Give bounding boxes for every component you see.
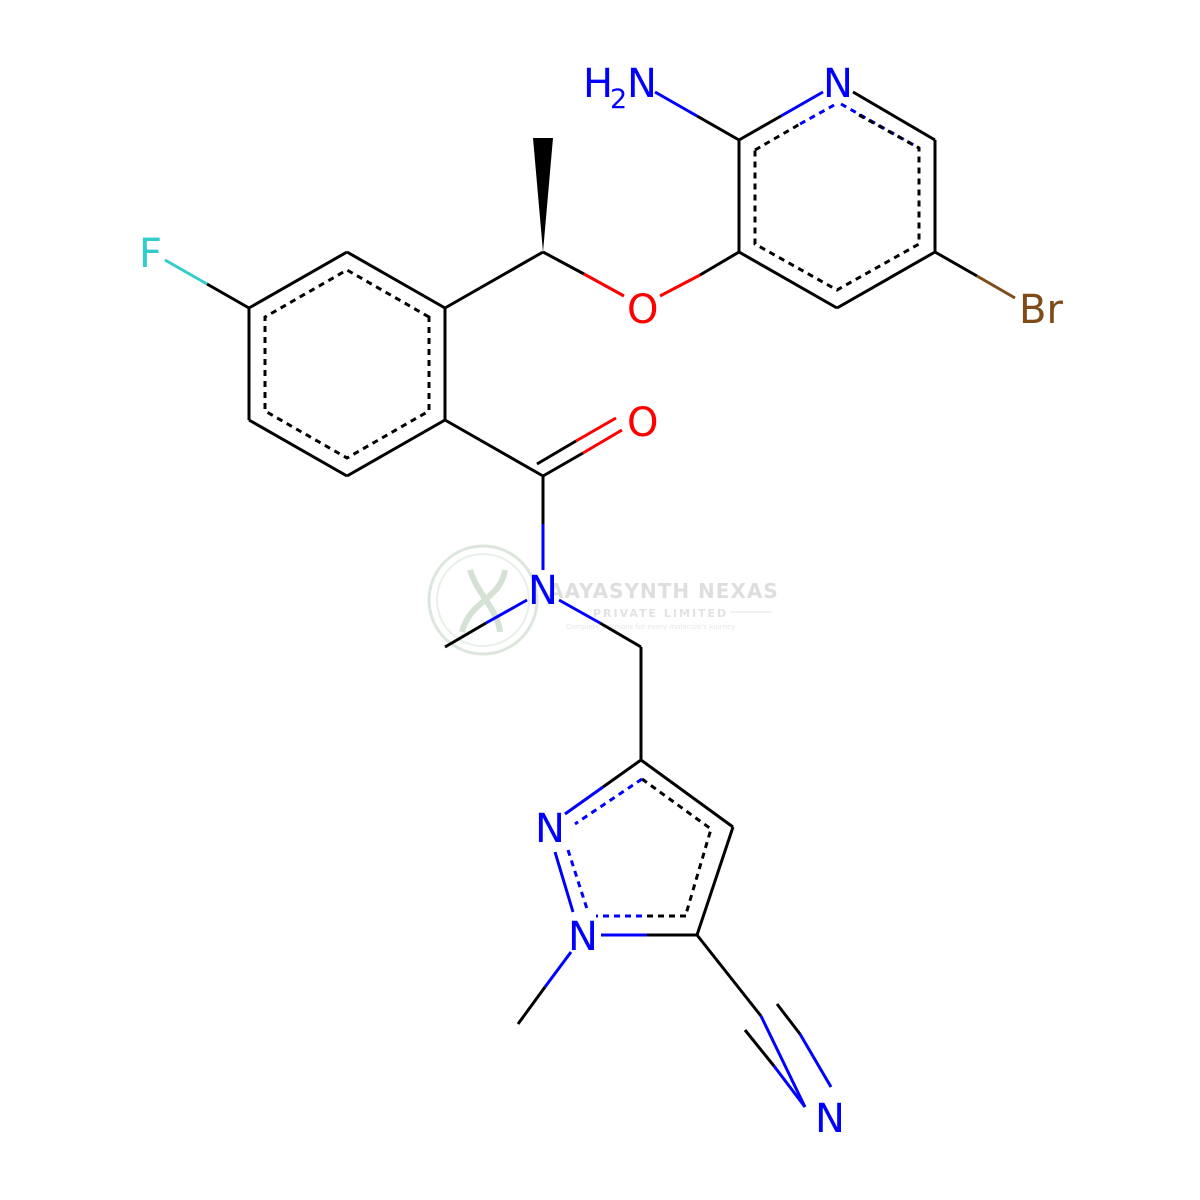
carbonyl-o-label: O [627, 400, 658, 446]
amide-n-label: N [528, 568, 558, 614]
aromatic-pz-1n [574, 777, 643, 826]
bond-ether-c3 [699, 250, 740, 277]
bond-pzme-n [543, 951, 573, 988]
ether-o-label: O [627, 287, 658, 333]
watermark-tagline: Complete solutions for every molecule's … [566, 623, 735, 631]
fluorine-label: F [139, 231, 162, 277]
bond-bz-1 [346, 250, 446, 310]
amine-h-label: H [583, 61, 613, 107]
bond-bz-4 [248, 418, 348, 478]
amine-h-count: 2 [610, 84, 627, 115]
bonds [164, 90, 1016, 1108]
bond-ch-aryl [444, 250, 544, 310]
bond-nme-c [444, 621, 487, 649]
bond-co-c2 [536, 439, 577, 466]
bond-pz-n2-n1 [553, 851, 575, 913]
bond-cn-c3 [775, 1003, 802, 1035]
bond-bz-co [444, 418, 544, 478]
bond-bz-5 [346, 418, 446, 478]
aromatic-pyr-1 [754, 122, 801, 152]
bond-f [164, 258, 208, 286]
bond-pyr-c2-n [780, 90, 824, 118]
amine-n-label: N [627, 61, 657, 107]
bond-co-o2 [575, 416, 617, 443]
bond-bz-2 [248, 250, 348, 310]
bond-br-c [934, 250, 978, 278]
aromatic-bz [263, 268, 431, 460]
pyrazole-n1-label: N [568, 914, 598, 960]
pyrazole-n2-label: N [535, 806, 565, 852]
bromine-label: Br [1019, 287, 1063, 333]
bond-amine-n [654, 90, 698, 118]
bond-co-o1 [582, 428, 623, 455]
bond-pz-c3-c4 [640, 758, 734, 829]
bond-ether-ch [542, 250, 585, 276]
bond-nme-n [485, 598, 528, 625]
bond-cn-n3 [798, 1033, 833, 1088]
bond-cn-c2 [743, 1029, 776, 1067]
bond-cn-c [695, 934, 763, 1017]
watermark-helix-icon [459, 568, 508, 633]
bond-co-c1 [542, 451, 584, 478]
bond-pyr-c4-c3 [738, 250, 838, 310]
aromatic-pyr-2 [753, 113, 921, 292]
bond-amine-c [696, 114, 740, 142]
bond-pz-c3-c [602, 758, 642, 789]
bond-cn-n1 [759, 1015, 807, 1108]
bond-pz-c4-c5 [695, 826, 735, 936]
bond-ether-o2 [583, 272, 625, 298]
bond-pz-c3-n2 [564, 785, 604, 816]
nitrile-n-label: N [815, 1096, 845, 1142]
bond-pyr-c2-c [738, 114, 782, 142]
pyridine-n-label: N [823, 61, 853, 107]
watermark-inner-ring [436, 553, 530, 647]
aromatic-pz-1 [641, 777, 713, 915]
bond-ether-o1 [659, 273, 701, 298]
bond-f-c [206, 282, 250, 310]
bond-nch2-c [599, 621, 642, 649]
bond-cn-n2 [772, 1065, 807, 1108]
bond-pyr-c5-c4 [836, 250, 936, 310]
watermark-subtitle: PRIVATE LIMITED [593, 607, 728, 620]
atom-labels: H 2 N N O Br F O N N N N [139, 61, 1063, 1142]
aromatic-pyr-1n [799, 102, 837, 126]
watermark-ring [427, 544, 539, 656]
bond-pzme-c [516, 986, 547, 1025]
bond-nch2-n [558, 598, 601, 625]
bond-br [976, 274, 1016, 300]
watermark-company: AAYASYNTH NEXAS [548, 579, 779, 603]
watermark: AAYASYNTH NEXAS PRIVATE LIMITED Complete… [427, 544, 779, 656]
bond-pyr-n-c6 [852, 90, 936, 142]
wedge-methyl [533, 138, 553, 252]
